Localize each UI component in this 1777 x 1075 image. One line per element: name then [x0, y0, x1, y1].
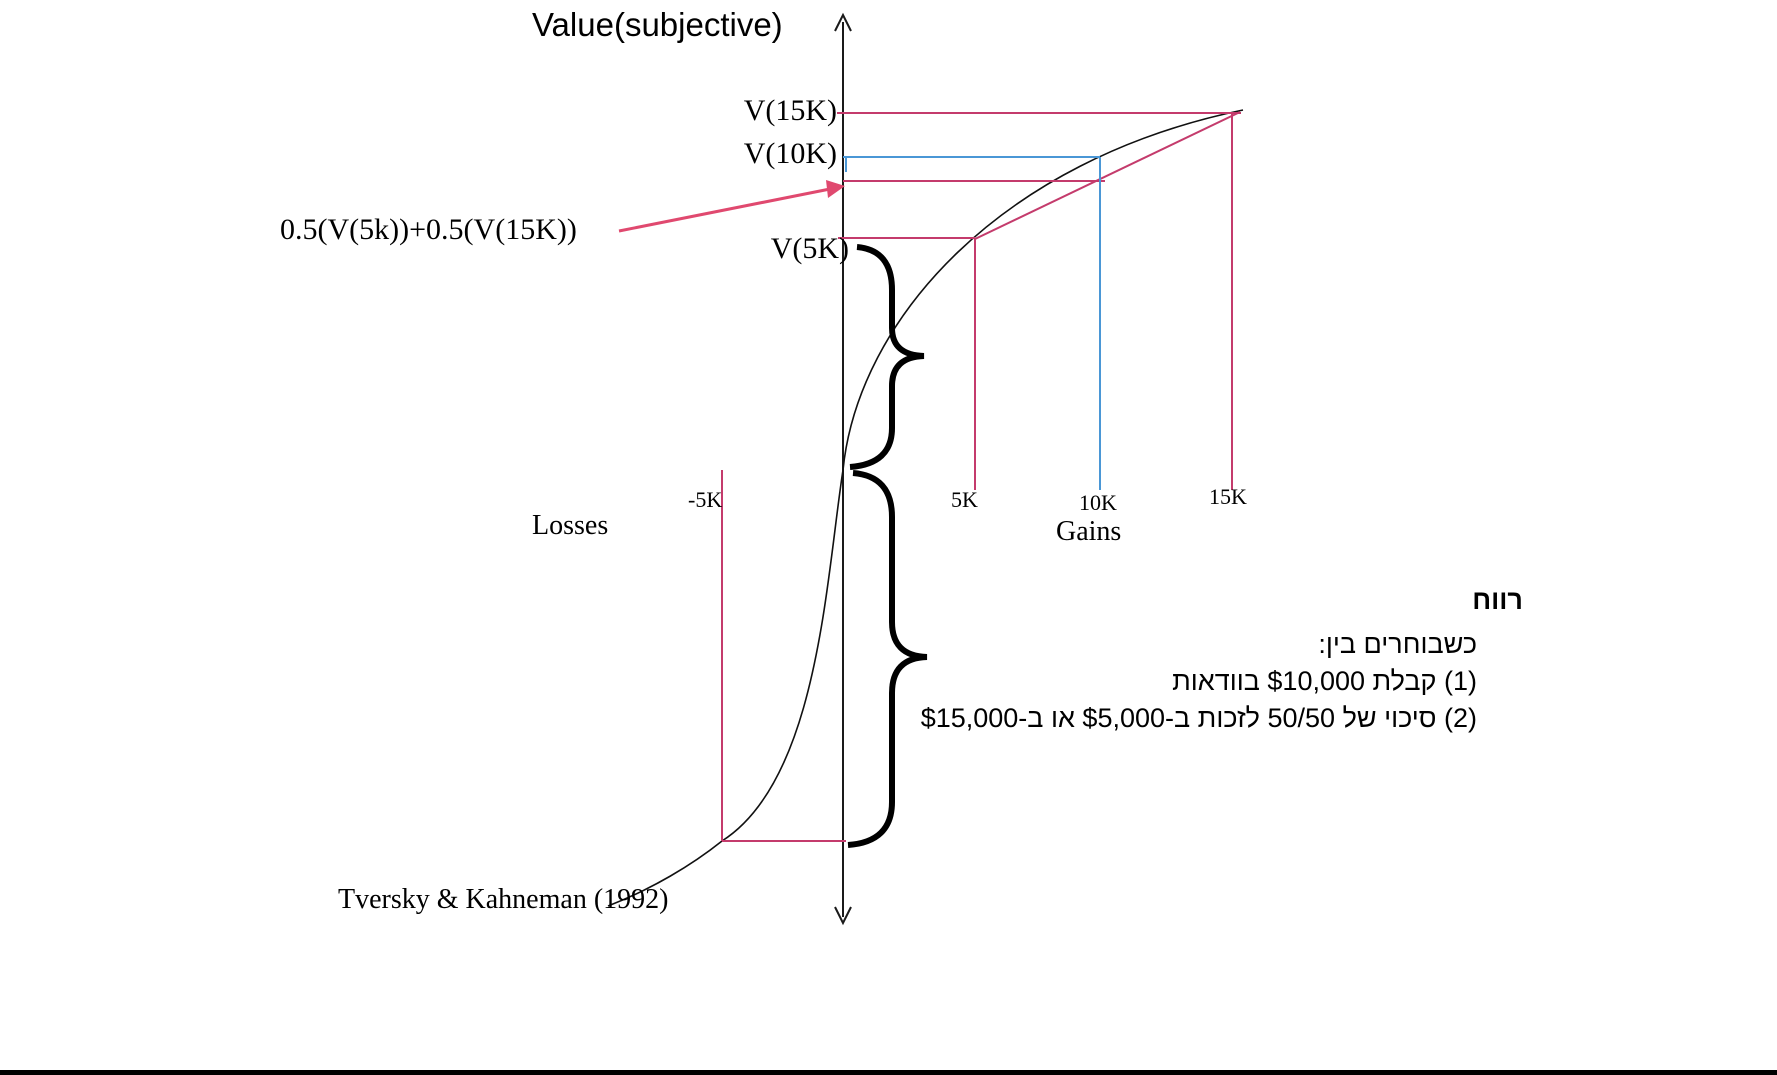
hebrew-note: כשבוחרים בין: (1) קבלת $10,000 בוודאות (…: [921, 626, 1477, 737]
losses-value-brace: [847, 470, 928, 848]
v10k-label: V(10K): [743, 137, 837, 170]
hebrew-line-1: כשבוחרים בין:: [1318, 629, 1477, 659]
chord-5k-15k-line: [974, 111, 1241, 240]
expected-value-arrowhead-icon: [826, 180, 845, 198]
hebrew-line-3: (2) סיכוי של 50/50 לזכות ב-$5,000 או ב-$…: [920, 703, 1477, 733]
expected-value-label: 0.5(V(5k))+0.5(V(15K)): [280, 213, 577, 246]
value-function-curve: [607, 109, 1244, 907]
citation: Tversky & Kahneman (1992): [338, 884, 669, 915]
tick-10k: 10K: [1079, 490, 1117, 515]
tick-15k: 15K: [1209, 484, 1247, 509]
slide-bottom-border: [0, 1070, 1777, 1075]
axis-arrow-up-icon: [834, 12, 852, 32]
gains-value-brace: [849, 244, 925, 470]
hebrew-heading: רווח: [1472, 585, 1523, 615]
y-axis-title: Value(subjective): [532, 6, 783, 43]
v5k-label: V(5K): [770, 232, 849, 265]
losses-label: Losses: [532, 510, 609, 541]
v15k-label: V(15K): [743, 94, 837, 127]
gains-label: Gains: [1056, 516, 1122, 547]
tick-neg-5k: -5K: [688, 487, 723, 512]
axis-arrow-down-icon: [834, 906, 852, 926]
hebrew-line-2: (1) קבלת $10,000 בוודאות: [1172, 666, 1477, 696]
tick-5k: 5K: [951, 487, 978, 512]
expected-value-arrow-shaft: [618, 187, 831, 233]
